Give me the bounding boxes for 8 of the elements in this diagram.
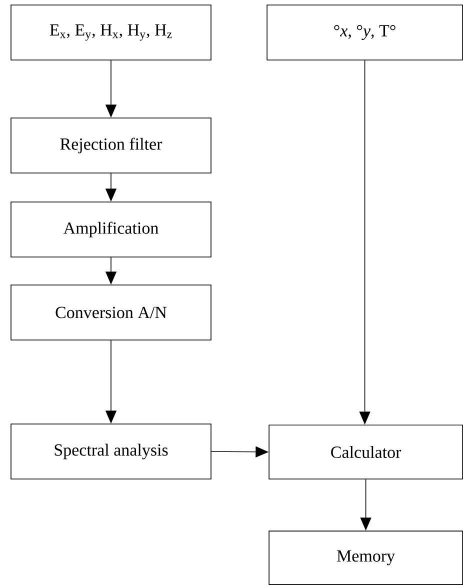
process-box: Amplification (10, 202, 212, 258)
process-box: Rejection filter (10, 118, 212, 174)
process-box: °x, °y, T° (266, 4, 463, 60)
process-box: Spectral analysis (10, 424, 212, 480)
process-box: Conversion A/N (10, 284, 212, 340)
process-box: Memory (268, 530, 463, 585)
process-box: Calculator (268, 424, 463, 480)
process-box: E$_{x}$, E$_{y}$, H$_{x}$, H$_{y}$, H$_{z}$ (10, 4, 212, 60)
